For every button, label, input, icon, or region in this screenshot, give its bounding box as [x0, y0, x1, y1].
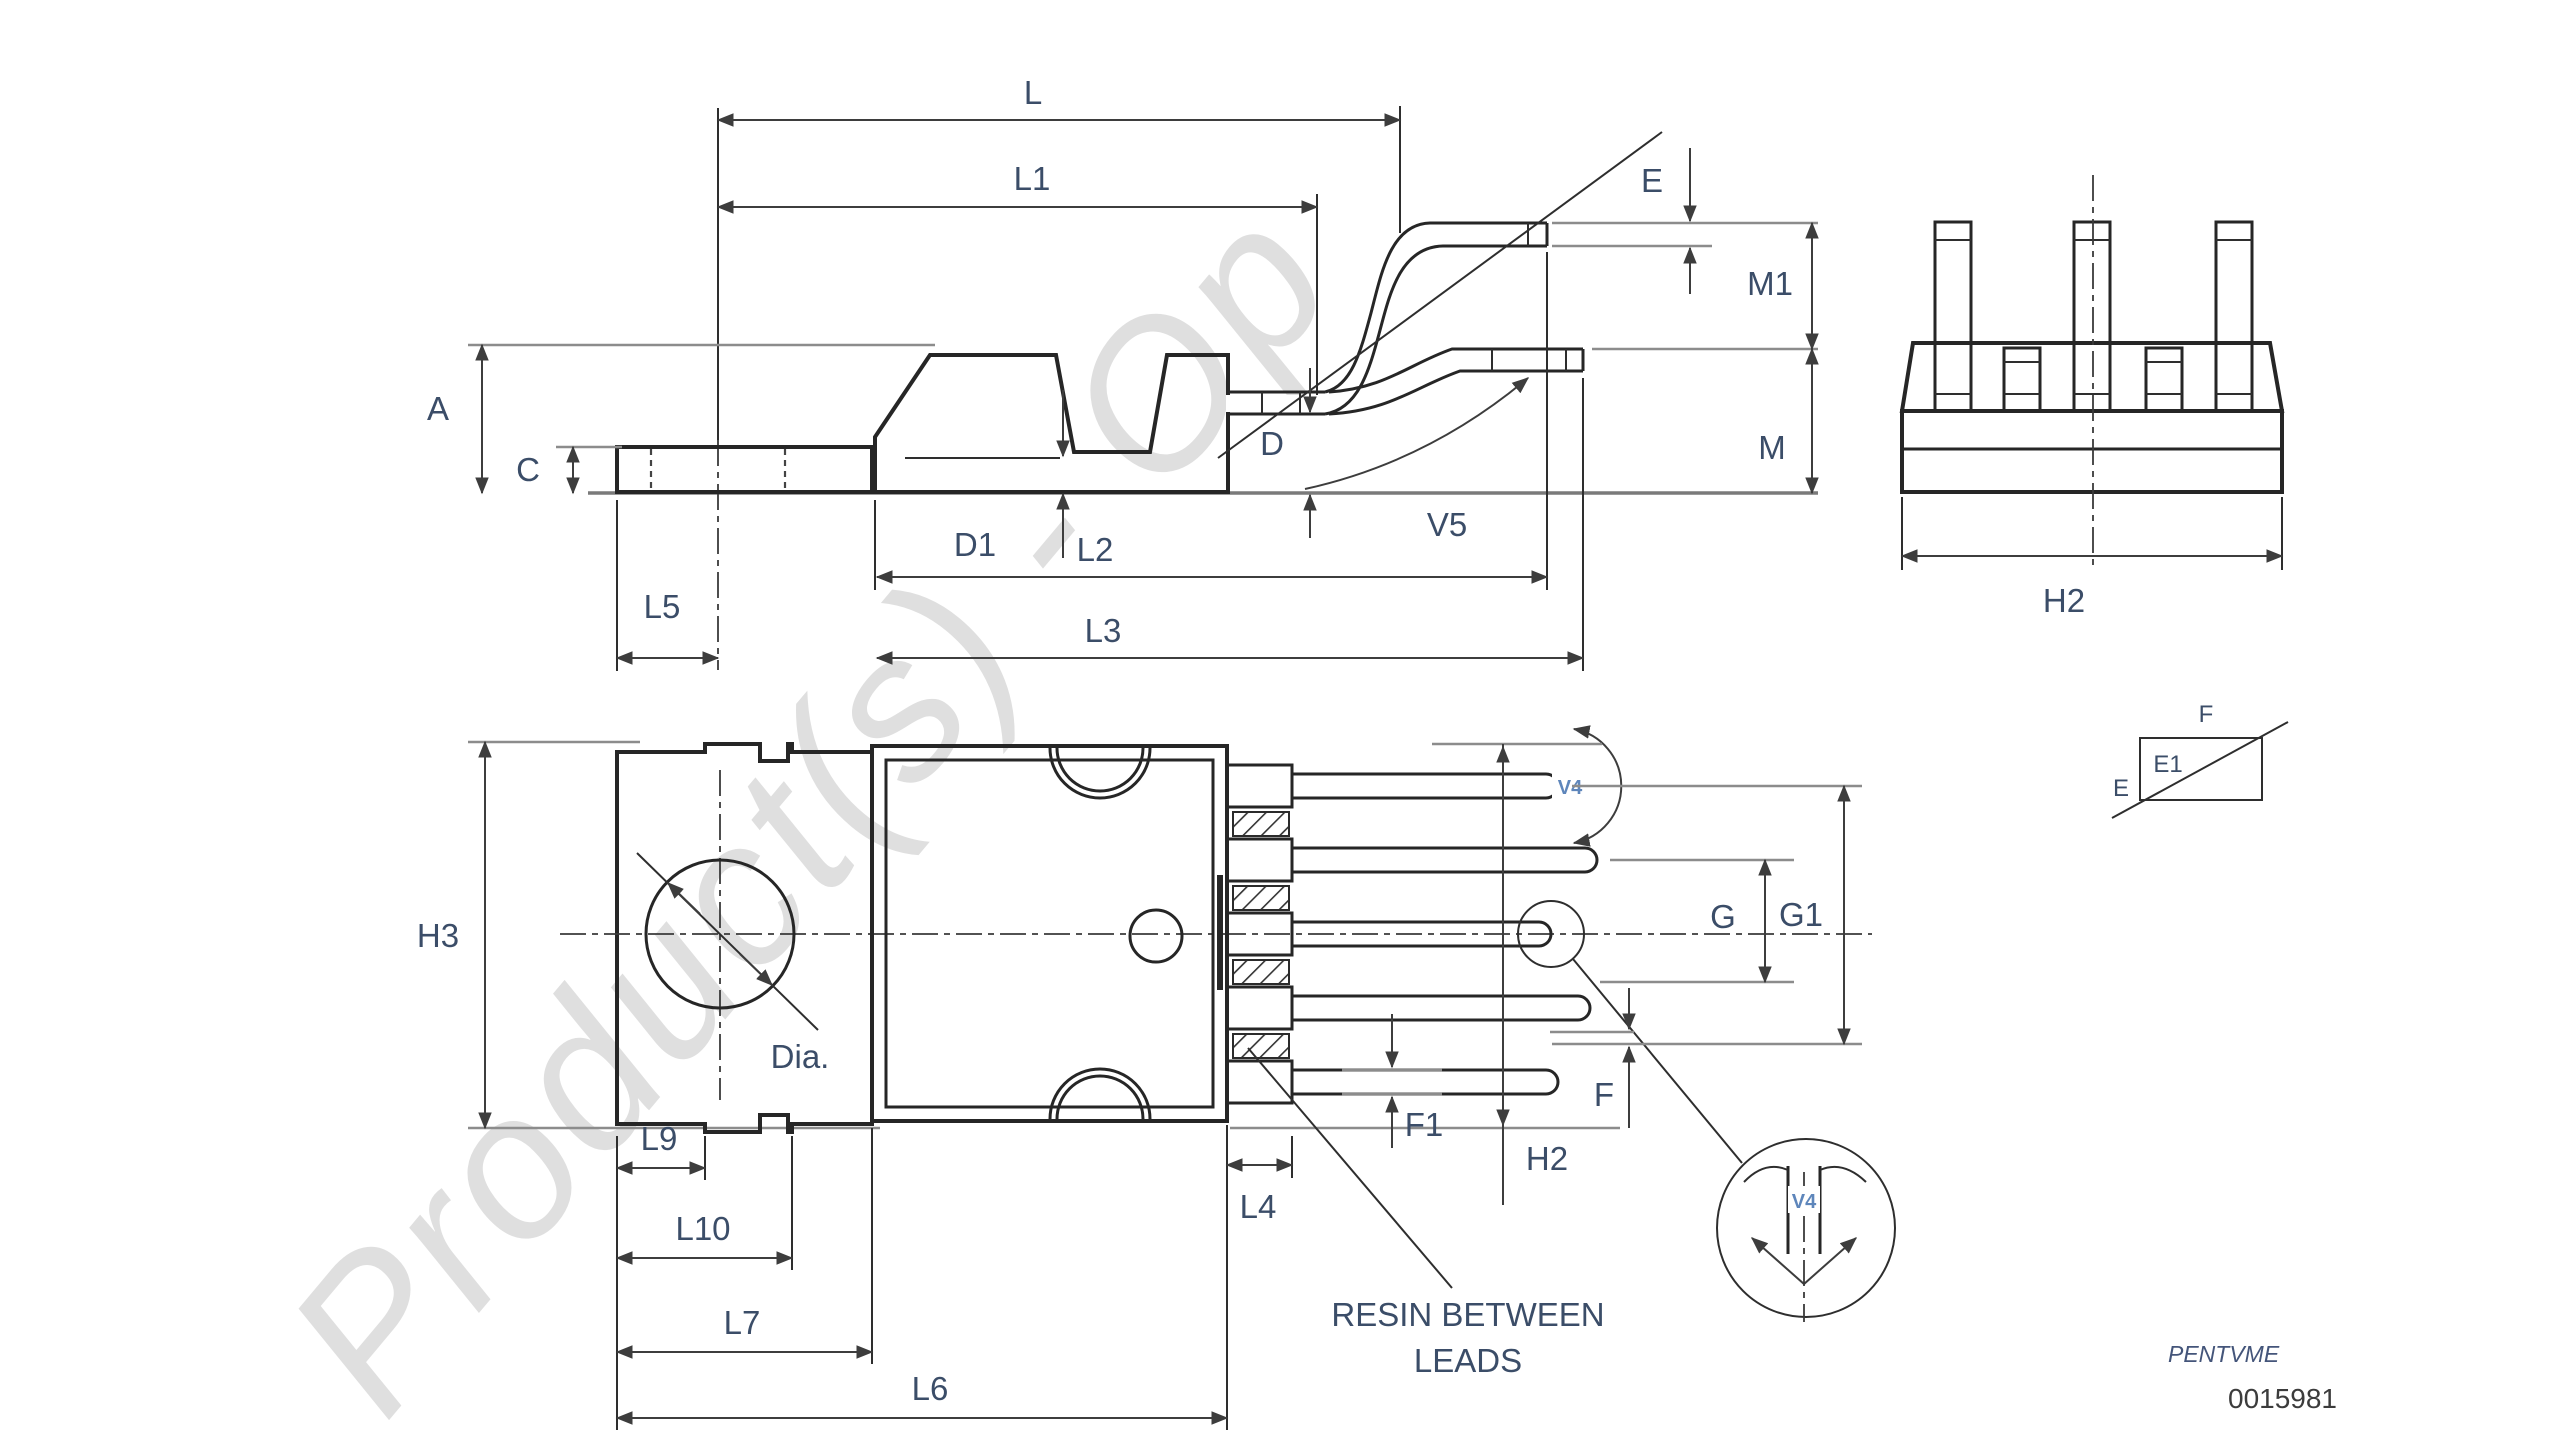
break-line: [1819, 1166, 1867, 1183]
drawing-number: 0015981: [2228, 1383, 2337, 1414]
break-line: [1743, 1166, 1789, 1183]
label-L6: L6: [912, 1370, 949, 1407]
label-L: L: [1024, 74, 1042, 111]
lead-1: [1292, 772, 1560, 800]
long-pins: [1933, 220, 2254, 411]
label-L5: L5: [644, 588, 681, 625]
pin-long: [2072, 220, 2112, 411]
label-M1: M1: [1747, 265, 1793, 302]
label-F-detail: F: [2199, 701, 2214, 728]
resin-hatch: [1232, 885, 1290, 911]
detail-diagonal: [2111, 721, 2289, 819]
label-V5: V5: [1427, 506, 1467, 543]
detail-callout-circle: [1517, 900, 1585, 968]
lead-stub: [1227, 911, 1294, 957]
body-base: [1900, 409, 2284, 494]
label-L3: L3: [1085, 612, 1122, 649]
label-D: D: [1260, 425, 1284, 462]
resin-note-line1: RESIN BETWEEN: [1331, 1296, 1604, 1333]
detail-e1-box: F E1 E: [2111, 701, 2289, 819]
pin-short: [2002, 346, 2042, 411]
label-L7: L7: [724, 1304, 761, 1341]
bent-lead-inner: [1324, 244, 1547, 416]
resin-between-leads-hatches: [1232, 811, 1290, 1059]
lead-stub: [1227, 837, 1294, 883]
label-L4: L4: [1240, 1188, 1277, 1225]
package-name: PENTVME: [2168, 1341, 2280, 1367]
label-dia: Dia.: [771, 1038, 830, 1075]
bottom-cutout-outer: [1048, 1067, 1152, 1120]
tab-profile: [615, 445, 874, 494]
resin-hatch: [1232, 811, 1290, 837]
label-E1-detail: E1: [2153, 751, 2182, 778]
top-view: H3 Dia.: [417, 725, 1872, 1430]
footer: PENTVME 0015981: [2168, 1341, 2337, 1414]
pin-long: [1933, 220, 1973, 411]
label-H2-top: H2: [1526, 1140, 1568, 1177]
detail-rect: [2139, 737, 2263, 801]
ejector-mark: [1128, 908, 1184, 964]
short-pins: [2002, 346, 2184, 411]
pin-long: [2214, 220, 2254, 411]
resin-hatch: [1232, 1033, 1290, 1059]
dim-V5-arc: [1304, 377, 1530, 490]
label-L1: L1: [1014, 160, 1051, 197]
detail-lead-tip: V4: [1716, 1138, 1896, 1322]
pin-short: [2144, 346, 2184, 411]
top-cutout-outer: [1048, 747, 1152, 800]
label-F-top: F: [1594, 1076, 1614, 1113]
lead-5: [1292, 1068, 1560, 1096]
label-L10: L10: [675, 1210, 730, 1247]
label-E: E: [1641, 162, 1663, 199]
label-F1: F1: [1405, 1106, 1444, 1143]
top-cutout-inner: [1055, 747, 1145, 793]
resin-hatch: [1232, 959, 1290, 985]
detail-circle: [1716, 1138, 1896, 1318]
diameter-arrow: [739, 953, 773, 986]
body-top-face: [1899, 341, 2285, 413]
lead-stub: [1227, 1059, 1294, 1105]
label-L9: L9: [641, 1120, 678, 1157]
lead-2: [1292, 846, 1599, 874]
label-G1: G1: [1779, 896, 1823, 933]
front-view: H2: [1899, 175, 2285, 619]
label-G: G: [1710, 898, 1736, 935]
label-L2: L2: [1077, 531, 1114, 568]
label-H3: H3: [417, 917, 459, 954]
detail-leader-line: [1217, 131, 1663, 459]
resin-leader-line: [1247, 1047, 1453, 1289]
body-inner-outline: [884, 758, 1215, 1109]
label-bg: [1788, 1186, 1820, 1213]
lead-stub: [1227, 763, 1294, 809]
label-D1: D1: [954, 526, 996, 563]
label-V4-detail: V4: [1792, 1191, 1817, 1213]
lead-stub: [1227, 985, 1294, 1031]
label-C: C: [516, 451, 540, 488]
body-outline: [870, 744, 1229, 1123]
label-A: A: [427, 390, 449, 427]
bottom-cutout-inner: [1055, 1074, 1145, 1120]
bent-lead-outer: [1324, 221, 1547, 394]
detail-leader-line: [1572, 958, 1743, 1164]
lead-4: [1292, 994, 1592, 1022]
body-profile: [873, 353, 1230, 494]
mounting-hole: [644, 858, 796, 1010]
straight-lead-bottom: [1328, 369, 1583, 416]
side-view: L L1 A C D1 D E M1 M V5 L2 L3 L5: [427, 74, 1819, 671]
resin-note-line2: LEADS: [1414, 1342, 1522, 1379]
leads: [1292, 772, 1599, 1096]
label-V4-tip: V4: [1558, 777, 1583, 799]
straight-lead-top: [1328, 347, 1583, 394]
label-E-detail: E: [2113, 775, 2129, 802]
label-M: M: [1758, 429, 1786, 466]
lead-3: [1292, 920, 1553, 948]
diameter-arrow: [667, 882, 701, 915]
label-H2-front: H2: [2043, 582, 2085, 619]
